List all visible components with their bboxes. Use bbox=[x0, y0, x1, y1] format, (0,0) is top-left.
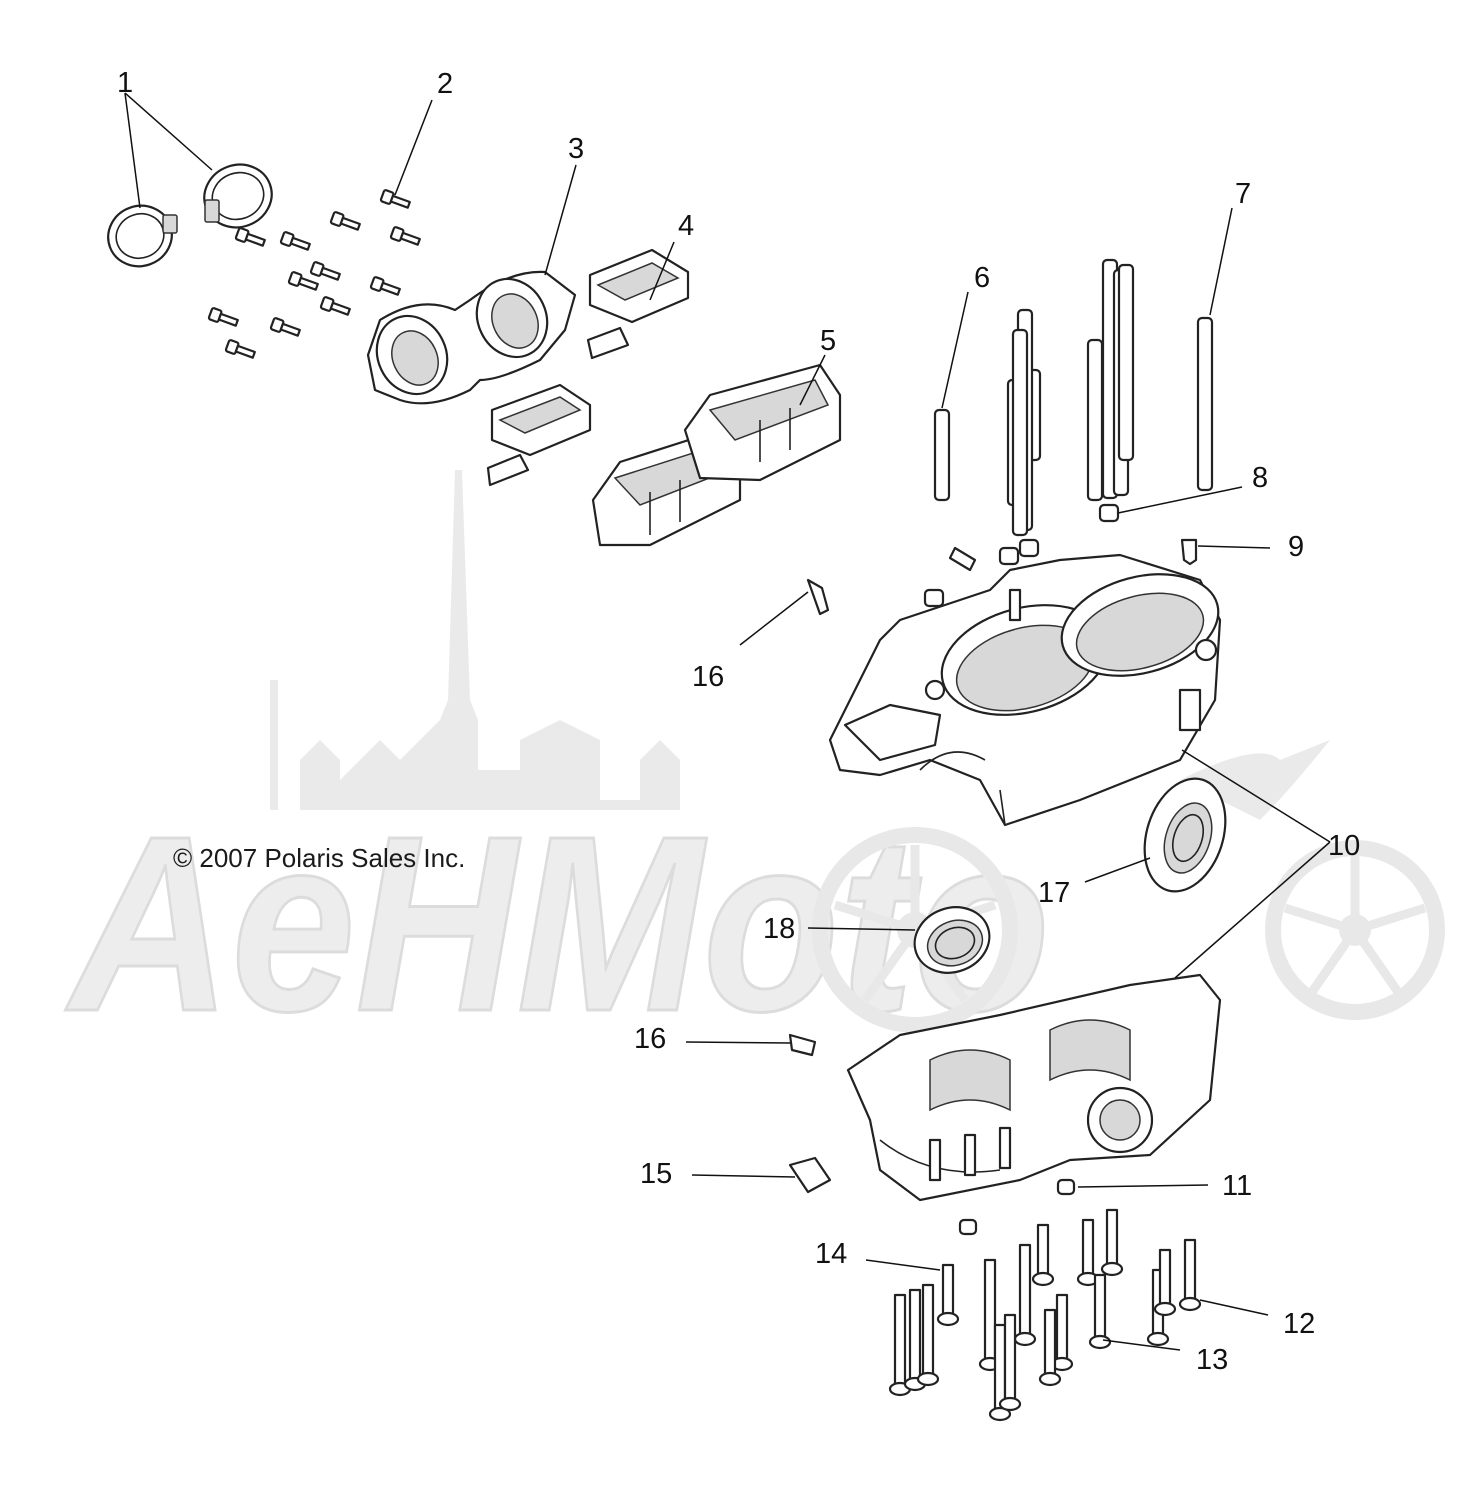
screw bbox=[389, 226, 421, 246]
copyright-notice: © 2007 Polaris Sales Inc. bbox=[173, 843, 465, 873]
screw bbox=[329, 211, 361, 231]
part-crankcase-bolts bbox=[888, 1208, 1202, 1422]
screw bbox=[287, 271, 319, 291]
screw bbox=[379, 189, 411, 209]
part-lower-crankcase bbox=[846, 973, 1222, 1202]
part-small-bolts bbox=[207, 189, 421, 359]
watermark-logo: AeHMoto bbox=[63, 470, 1445, 1065]
part-reed-valve-assembly bbox=[591, 363, 842, 547]
callout-12: 12 bbox=[1283, 1308, 1315, 1340]
callout-8: 8 bbox=[1252, 462, 1268, 494]
callout-labels: 1 2 3 4 5 6 7 8 9 10 11 12 13 14 15 16 1… bbox=[117, 67, 1360, 1376]
crankcase-bolt bbox=[888, 1293, 912, 1397]
crankcase-bolt bbox=[1178, 1238, 1202, 1312]
stud bbox=[1086, 338, 1104, 502]
callout-10: 10 bbox=[1328, 830, 1360, 862]
callout-7: 7 bbox=[1235, 178, 1251, 210]
screw bbox=[309, 261, 341, 281]
callout-4: 4 bbox=[678, 210, 694, 242]
leader-lines bbox=[124, 92, 1331, 1351]
screw bbox=[279, 231, 311, 251]
stud bbox=[933, 408, 951, 502]
crankcase-bolt bbox=[1050, 1293, 1074, 1372]
callout-16a: 16 bbox=[692, 661, 724, 693]
callout-3: 3 bbox=[568, 133, 584, 165]
screw bbox=[269, 317, 301, 337]
part-clamps bbox=[107, 163, 273, 268]
screw bbox=[207, 307, 239, 327]
stud bbox=[1117, 263, 1135, 462]
callout-11: 11 bbox=[1222, 1170, 1252, 1202]
callout-17: 17 bbox=[1038, 877, 1070, 909]
screw bbox=[319, 296, 351, 316]
screw bbox=[224, 339, 256, 359]
watermark-skyline bbox=[300, 470, 680, 810]
callout-9: 9 bbox=[1288, 531, 1304, 563]
crankcase-bolt bbox=[1088, 1273, 1112, 1350]
part-upper-crankcase bbox=[828, 553, 1222, 827]
crankcase-bolt bbox=[1146, 1268, 1170, 1347]
stud bbox=[1196, 316, 1214, 492]
crankcase-bolt bbox=[1153, 1248, 1177, 1317]
part-adapter-plate bbox=[366, 270, 577, 405]
crankcase-bolt bbox=[936, 1263, 960, 1327]
callout-2: 2 bbox=[437, 68, 453, 100]
screw bbox=[234, 227, 266, 247]
callout-14: 14 bbox=[815, 1238, 847, 1270]
crankcase-bolt bbox=[1031, 1223, 1055, 1287]
crankcase-bolt bbox=[1100, 1208, 1124, 1277]
callout-13: 13 bbox=[1196, 1344, 1228, 1376]
crankcase-bolt bbox=[1076, 1218, 1100, 1287]
crankcase-bolt bbox=[998, 1313, 1022, 1412]
crankcase-bolt bbox=[1038, 1308, 1062, 1387]
stud bbox=[1011, 328, 1029, 537]
callout-5: 5 bbox=[820, 325, 836, 357]
part-studs bbox=[933, 258, 1214, 537]
callout-18: 18 bbox=[763, 913, 795, 945]
watermark-brand-text: AeHMoto bbox=[65, 784, 1050, 1063]
callout-6: 6 bbox=[974, 262, 990, 294]
crankcase-bolt bbox=[1013, 1243, 1037, 1347]
callout-1: 1 bbox=[117, 67, 133, 99]
screw bbox=[369, 276, 401, 296]
callout-16b: 16 bbox=[634, 1023, 666, 1055]
part-fittings bbox=[788, 503, 1198, 1236]
callout-15: 15 bbox=[640, 1158, 672, 1190]
part-seal-17 bbox=[1143, 777, 1227, 893]
crankcase-bolt bbox=[916, 1283, 940, 1387]
part-seal-18 bbox=[913, 906, 991, 974]
